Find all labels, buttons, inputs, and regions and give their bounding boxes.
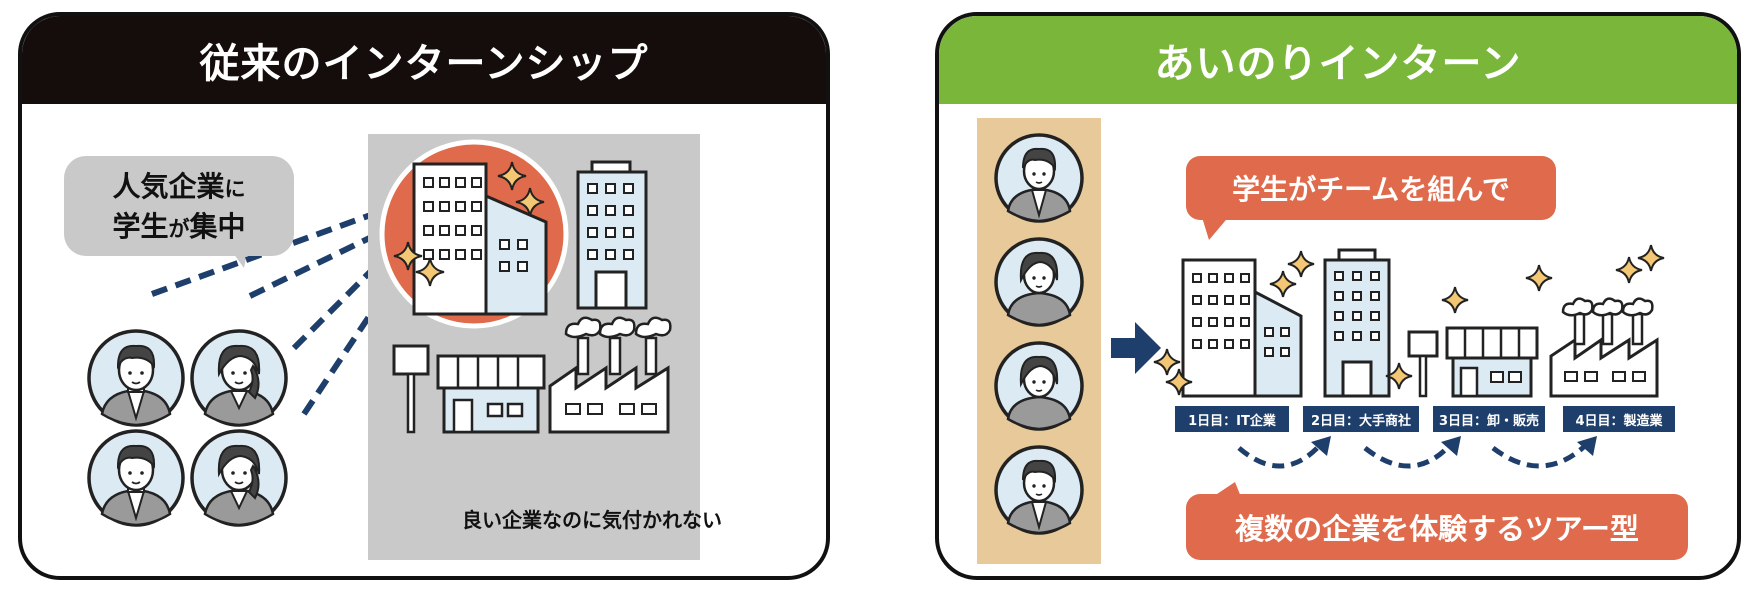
sparkle-icon	[1269, 270, 1297, 298]
shop-icon	[436, 354, 546, 434]
student-avatar-icon	[87, 329, 185, 427]
panel-title: あいのりインターン	[939, 16, 1737, 104]
sparkle-icon	[1637, 244, 1665, 272]
stop-label-day4: 4日目：製造業	[1563, 406, 1675, 432]
student-avatar-icon	[994, 341, 1084, 431]
signpost-icon	[1407, 330, 1439, 398]
office-building-icon	[1181, 258, 1303, 398]
bubble-text-line2-end: 集中	[189, 210, 246, 243]
student-avatar-icon	[994, 133, 1084, 223]
stop-label-day3: 3日目：卸・販売	[1433, 406, 1545, 432]
signpost-icon	[392, 344, 430, 434]
stop-label-day1: 1日目：IT企業	[1175, 406, 1289, 432]
ainori-illustration	[977, 118, 1665, 564]
student-avatar-icon	[190, 329, 288, 427]
callout-tail	[1201, 214, 1231, 240]
popular-company	[379, 139, 569, 329]
sparkle-icon	[1287, 250, 1315, 278]
unnoticed-caption: 良い企業なのに気付かれない	[462, 508, 722, 532]
tower-building-icon	[1323, 248, 1391, 398]
sparkle-icon	[1525, 264, 1553, 292]
office-building-icon	[412, 162, 548, 316]
arrow-right-icon	[1111, 322, 1161, 374]
student-avatar-icon	[87, 429, 185, 527]
bubble-text-line2: 学生	[112, 210, 169, 243]
tour-callout: 複数の企業を体験するツアー型	[1186, 494, 1688, 560]
factory-icon	[548, 316, 672, 434]
tower-building-icon	[576, 160, 648, 310]
panel-title: 従来のインターンシップ	[22, 16, 826, 104]
traditional-internship-panel: 従来のインターンシップ	[18, 12, 830, 580]
traditional-illustration	[87, 134, 700, 560]
stop-label-day2: 2日目：大手商社	[1303, 406, 1419, 432]
tour-arrowheads	[1311, 436, 1597, 456]
bubble-text-particle: が	[168, 217, 190, 241]
student-avatar-icon	[994, 445, 1084, 535]
student-avatar-icon	[190, 429, 288, 527]
shop-icon	[1445, 326, 1539, 398]
bubble-text-particle: に	[224, 177, 246, 201]
bubble-text-line1: 人気企業	[112, 170, 225, 203]
sparkle-icon	[1441, 286, 1469, 314]
team-callout: 学生がチームを組んで	[1186, 156, 1556, 220]
student-avatar-icon	[994, 237, 1084, 327]
ainori-internship-panel: あいのりインターン	[935, 12, 1741, 580]
popular-company-bubble: 人気企業に 学生が集中	[64, 156, 294, 256]
sparkle-icon	[1615, 256, 1643, 284]
tour-path-arrows	[1237, 442, 1589, 469]
factory-icon	[1549, 297, 1659, 398]
sparkle-icon	[1153, 348, 1181, 376]
